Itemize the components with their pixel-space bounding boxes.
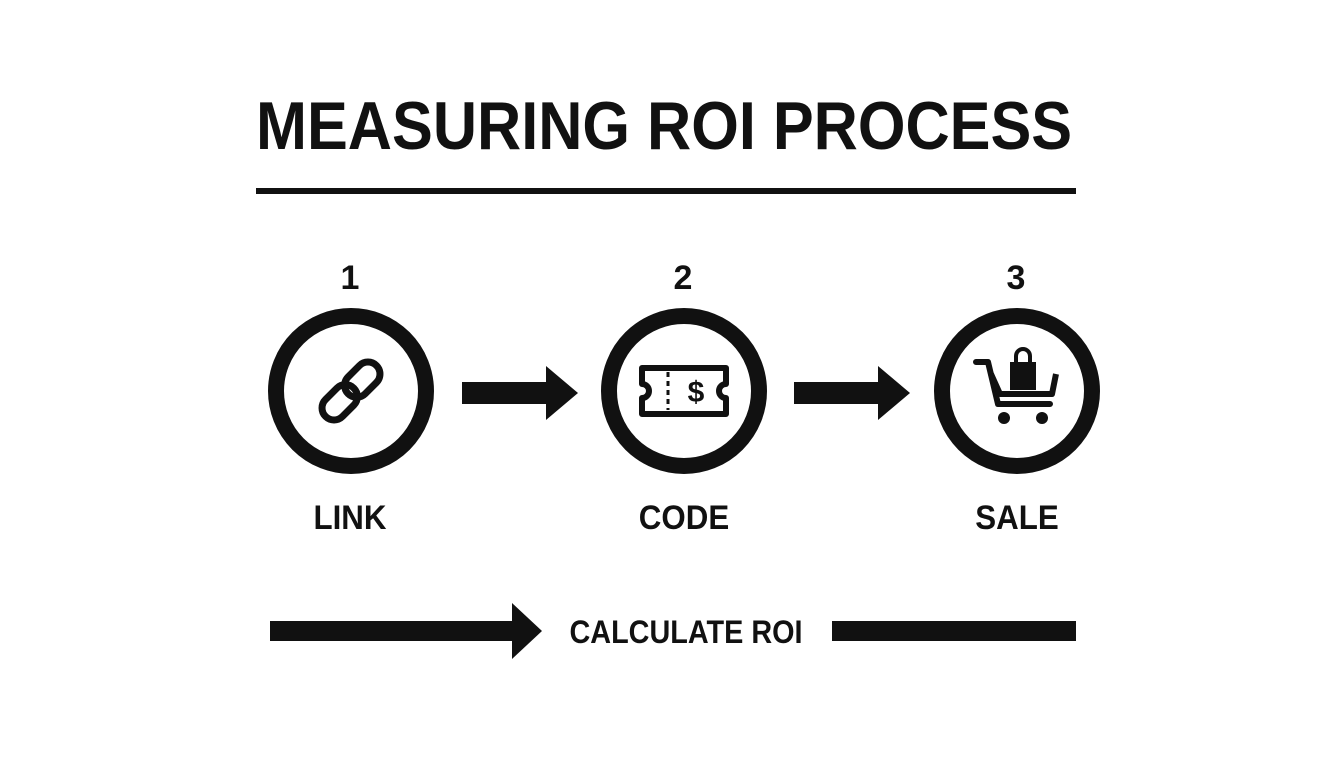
calculate-roi-arrow <box>270 603 542 659</box>
shopping-cart-icon <box>973 347 1059 424</box>
diagram-title: MEASURING ROI PROCESS <box>256 88 1073 164</box>
arrow-step-2-to-3 <box>794 366 910 420</box>
step-1-number: 1 <box>340 259 360 297</box>
step-3-number: 3 <box>1006 259 1026 297</box>
step-3-label: SALE <box>975 499 1059 537</box>
step-2-number: 2 <box>673 259 693 297</box>
coupon-dollar-sign: $ <box>688 376 705 409</box>
step-1-label: LINK <box>313 499 387 537</box>
chain-link-icon <box>318 358 384 424</box>
calculate-roi-bar <box>832 621 1076 641</box>
step-3-circle <box>934 308 1100 474</box>
title-underline <box>256 188 1076 194</box>
calculate-roi-label: CALCULATE ROI <box>569 614 803 650</box>
coupon-ticket-icon: $ <box>639 365 729 417</box>
arrow-step-1-to-2 <box>462 366 578 420</box>
step-2-circle: $ <box>601 308 767 474</box>
step-2-label: CODE <box>638 499 730 537</box>
step-1-circle <box>268 308 434 474</box>
